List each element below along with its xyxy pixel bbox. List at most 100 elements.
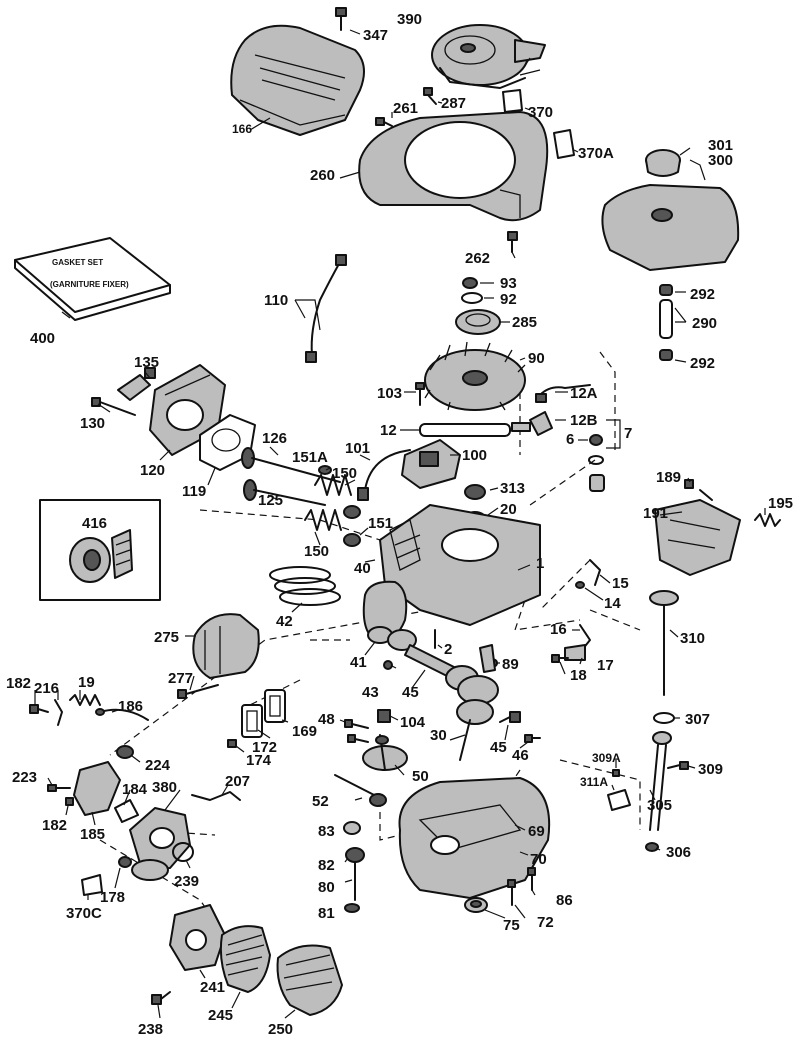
clip-14	[575, 581, 585, 589]
screw-182-bottom	[65, 797, 74, 806]
shroud-cover-166	[230, 24, 365, 136]
label-89: 89	[502, 656, 519, 673]
fuel-tank-300	[601, 184, 740, 271]
label-1: 1	[536, 555, 544, 572]
label-216: 216	[34, 680, 59, 697]
label-241: 241	[200, 979, 225, 996]
label-151A: 151A	[292, 449, 328, 466]
label-260: 260	[310, 167, 335, 184]
label-41: 41	[350, 654, 367, 671]
screw-261	[375, 117, 393, 127]
o-ring-307	[653, 712, 675, 724]
label-19: 19	[78, 674, 95, 691]
label-309: 309	[698, 761, 723, 778]
air-vane-12A	[535, 384, 591, 403]
label-15: 15	[612, 575, 629, 592]
screw-238	[151, 991, 171, 1005]
label-12: 12	[380, 422, 397, 439]
label-12A: 12A	[570, 385, 598, 402]
flywheel-nut-93	[462, 277, 478, 289]
label-50: 50	[412, 768, 429, 785]
spring-195	[754, 513, 781, 527]
control-bracket-191	[654, 489, 741, 576]
seal-75	[464, 897, 488, 913]
label-250: 250	[268, 1021, 293, 1038]
label-245: 245	[208, 1007, 233, 1024]
bolt-130	[91, 397, 136, 416]
label-182-bottom: 182	[42, 817, 67, 834]
leader-lines	[34, 29, 766, 1019]
intake-valve-125	[243, 479, 326, 506]
gasket-set-sublabel: (GARNITURE FIXER)	[50, 280, 129, 289]
label-101: 101	[345, 440, 370, 457]
label-83: 83	[318, 823, 335, 840]
label-18: 18	[570, 667, 587, 684]
label-239: 239	[174, 873, 199, 890]
hose-clamp-292-top	[659, 284, 673, 296]
label-82: 82	[318, 857, 335, 874]
label-81: 81	[318, 905, 335, 922]
label-48: 48	[318, 711, 335, 728]
screw-347	[335, 7, 347, 31]
label-207: 207	[225, 773, 250, 790]
label-100: 100	[462, 447, 487, 464]
label-90: 90	[528, 350, 545, 367]
screw-72	[507, 879, 516, 906]
label-277: 277	[168, 670, 193, 687]
governor-lever-15	[589, 559, 601, 586]
label-103: 103	[377, 385, 402, 402]
label-45-rod: 45	[402, 684, 419, 701]
label-182-top: 182	[6, 675, 31, 692]
nut-104	[377, 709, 391, 723]
governor-shaft-52	[334, 774, 387, 807]
clip-224	[116, 745, 134, 759]
label-46: 46	[512, 747, 529, 764]
label-30: 30	[430, 727, 447, 744]
label-80: 80	[318, 879, 335, 896]
screws-48	[344, 719, 369, 743]
label-224: 224	[145, 757, 171, 774]
air-filter-245	[219, 925, 271, 993]
washer-92	[461, 292, 483, 304]
label-238: 238	[138, 1021, 163, 1038]
label-75: 75	[503, 917, 520, 934]
gasket-239	[172, 842, 194, 862]
label-311A: 311A	[580, 775, 608, 789]
label-86: 86	[556, 892, 573, 909]
label-14: 14	[604, 595, 621, 612]
label-7: 7	[624, 425, 632, 442]
rod-bolt-45	[499, 711, 521, 723]
label-186: 186	[118, 698, 143, 715]
valve-spring-150-upper	[314, 474, 352, 496]
label-261: 261	[393, 100, 418, 117]
label-169: 169	[292, 723, 317, 740]
label-45-bolt: 45	[490, 739, 507, 756]
label-93: 93	[500, 275, 517, 292]
label-69: 69	[528, 823, 545, 840]
screw-174	[227, 739, 237, 748]
spring-19	[69, 694, 101, 706]
label-347: 347	[363, 27, 388, 44]
label-150-bottom: 150	[304, 543, 329, 560]
label-287: 287	[441, 95, 466, 112]
inset-416	[39, 499, 161, 601]
label-184: 184	[122, 781, 148, 798]
intake-pipe-185	[73, 761, 121, 816]
connecting-rod-45	[387, 629, 479, 691]
washer-81	[344, 903, 360, 913]
spark-plug-135	[117, 367, 156, 401]
fuel-line-fitting-12B	[511, 411, 553, 436]
label-191: 191	[643, 505, 668, 522]
crankcase-sump-70	[398, 777, 551, 899]
blower-housing-260	[358, 111, 549, 222]
flywheel-90	[424, 341, 526, 411]
label-370C	[81, 874, 103, 896]
label-166: 166	[232, 122, 252, 136]
label-174: 174	[246, 752, 272, 769]
label-16: 16	[550, 621, 567, 638]
screw-309A	[612, 769, 620, 777]
label-195: 195	[768, 495, 793, 512]
label-309A: 309A	[592, 751, 621, 765]
throttle-link-207	[191, 791, 241, 801]
label-130: 130	[80, 415, 105, 432]
